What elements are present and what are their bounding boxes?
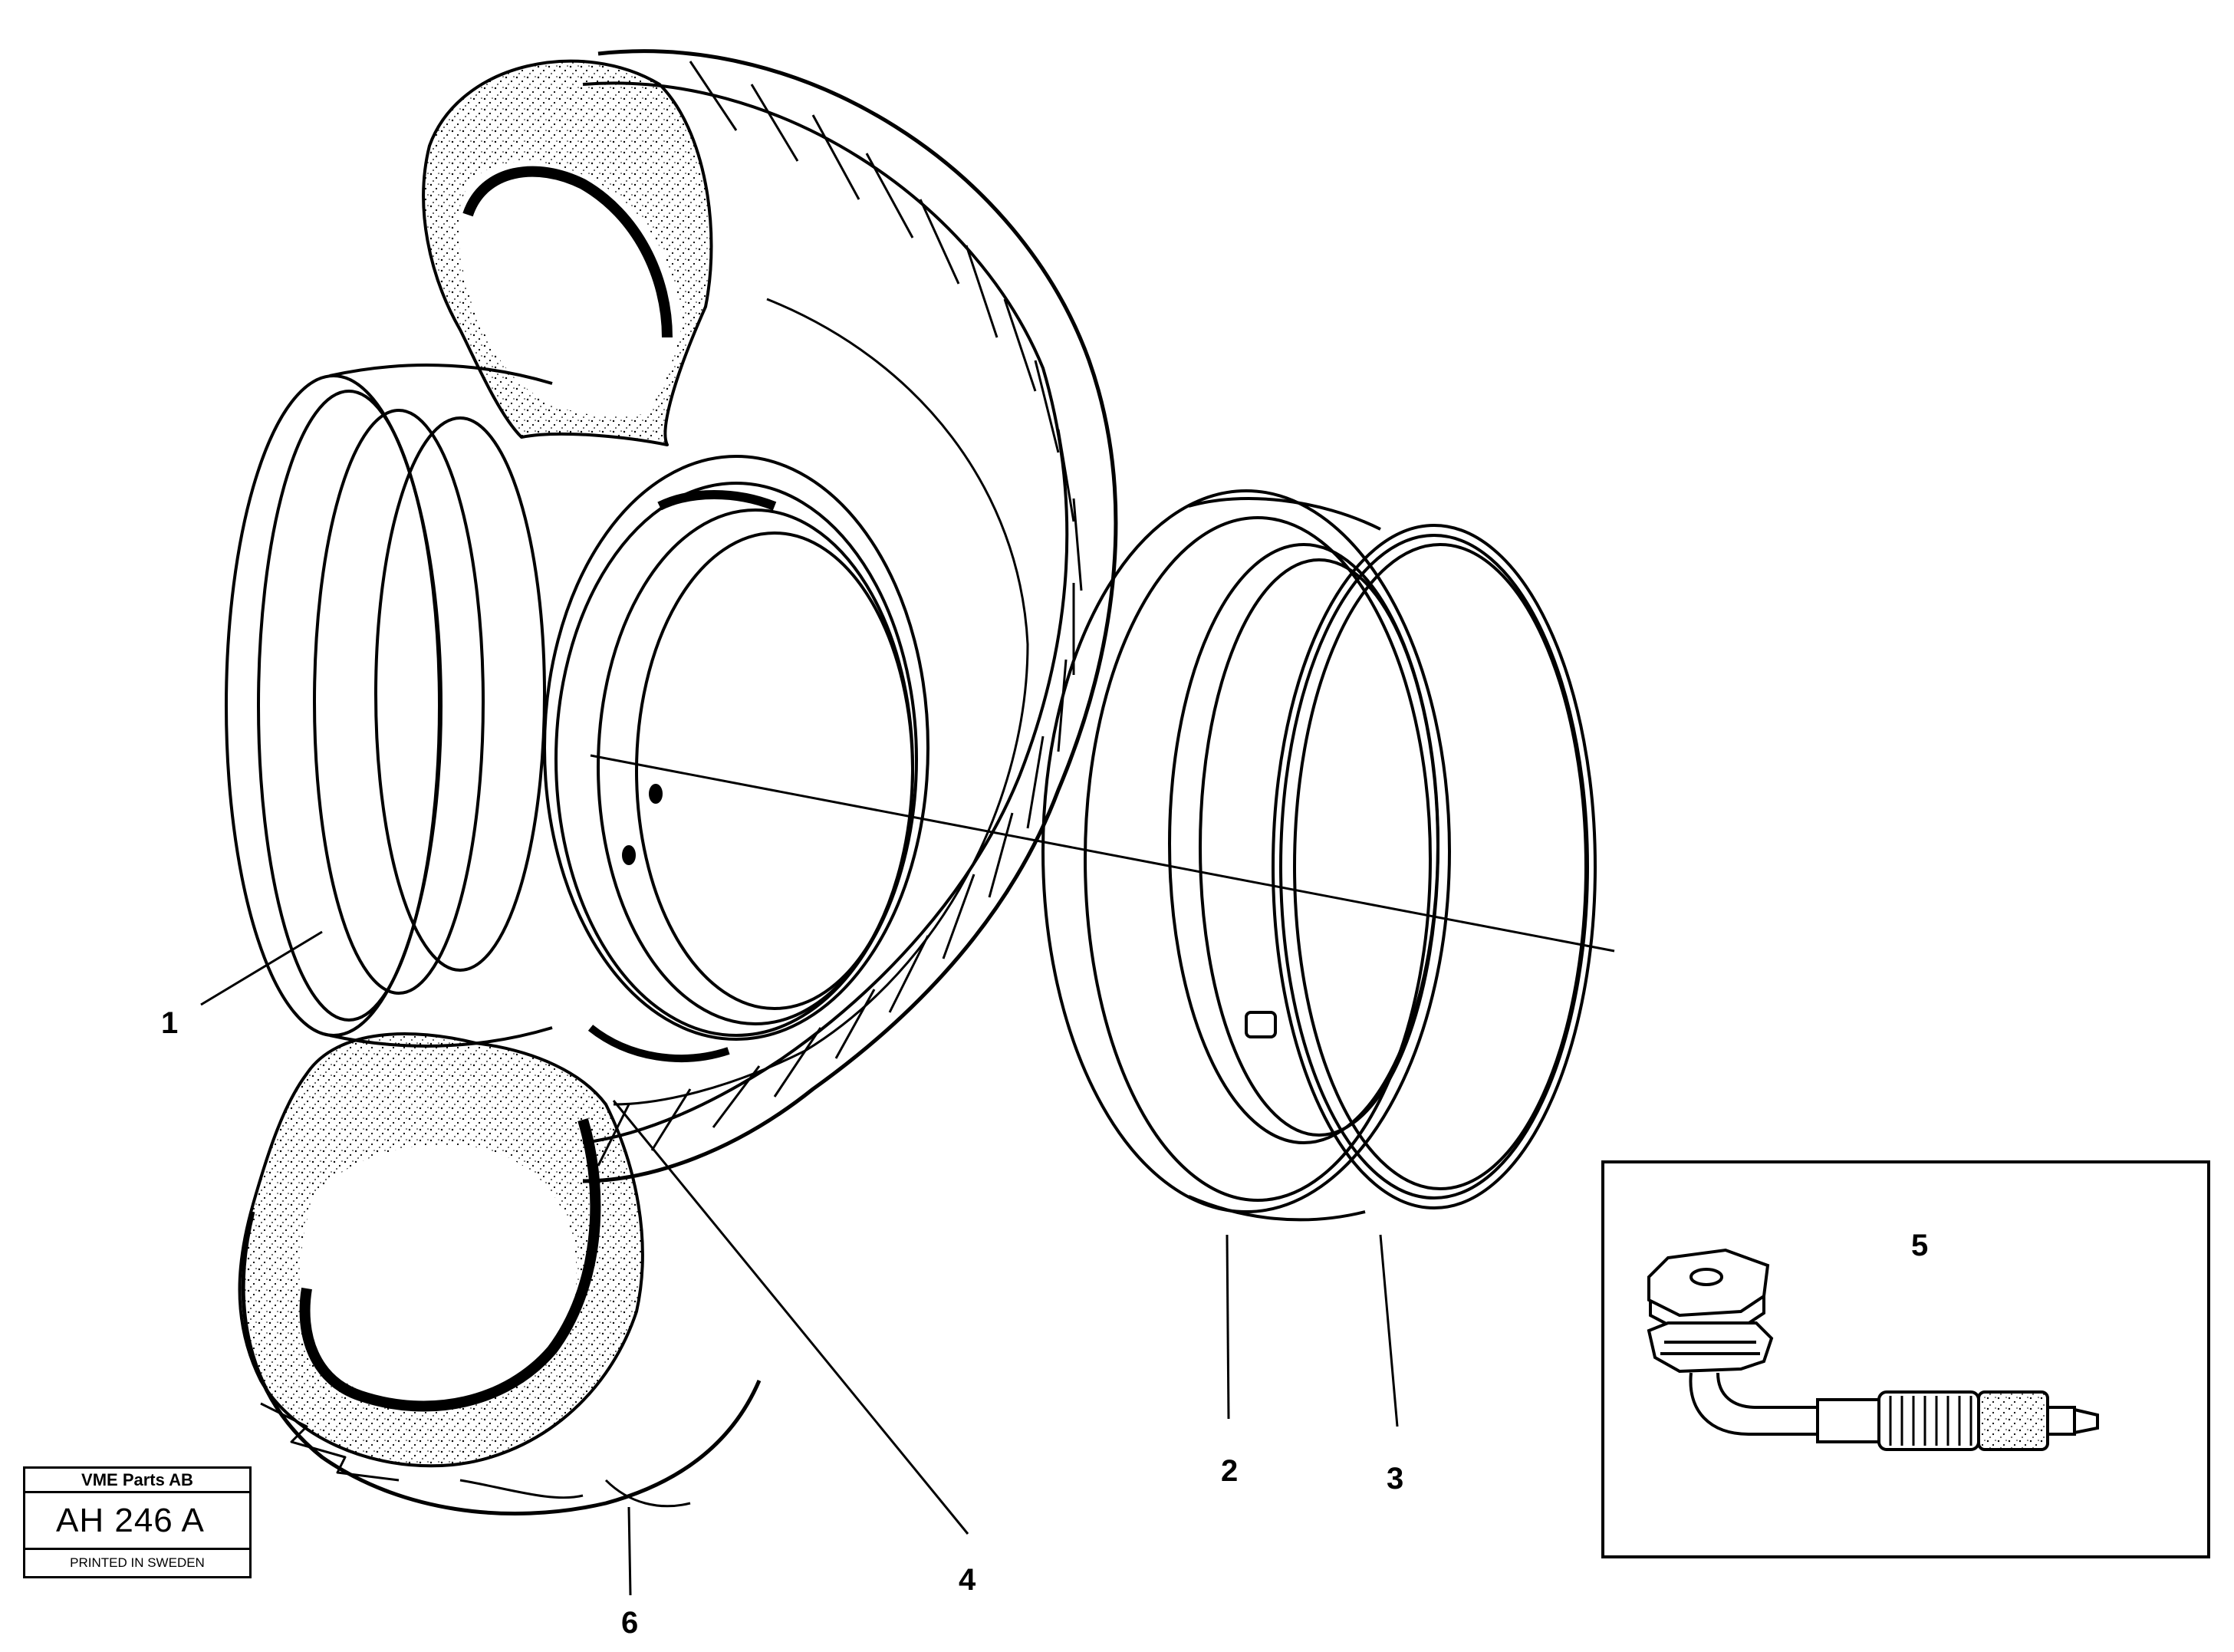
bead-seat [543, 455, 929, 1062]
side-ring [1041, 489, 1451, 1222]
stamp-printed: PRINTED IN SWEDEN [70, 1555, 205, 1570]
tire [238, 49, 1118, 1515]
valve-inset [1601, 1160, 2210, 1558]
stamp-code: AH 246 A [25, 1493, 249, 1550]
axis-line [590, 754, 1615, 953]
stamp-company: VME Parts AB [25, 1469, 249, 1493]
callout-6: 6 [621, 1606, 639, 1640]
lock-ring [1245, 524, 1597, 1209]
rim [225, 364, 553, 1048]
callout-2: 2 [1221, 1454, 1239, 1488]
callout-3: 3 [1387, 1462, 1404, 1496]
callout-1: 1 [161, 1006, 179, 1040]
title-stamp: VME Parts AB AH 246 A PRINTED IN SWEDEN [23, 1466, 252, 1578]
valve-drawing [1647, 1248, 2099, 1451]
callout-4: 4 [959, 1563, 976, 1597]
callout-5: 5 [1911, 1229, 1929, 1262]
